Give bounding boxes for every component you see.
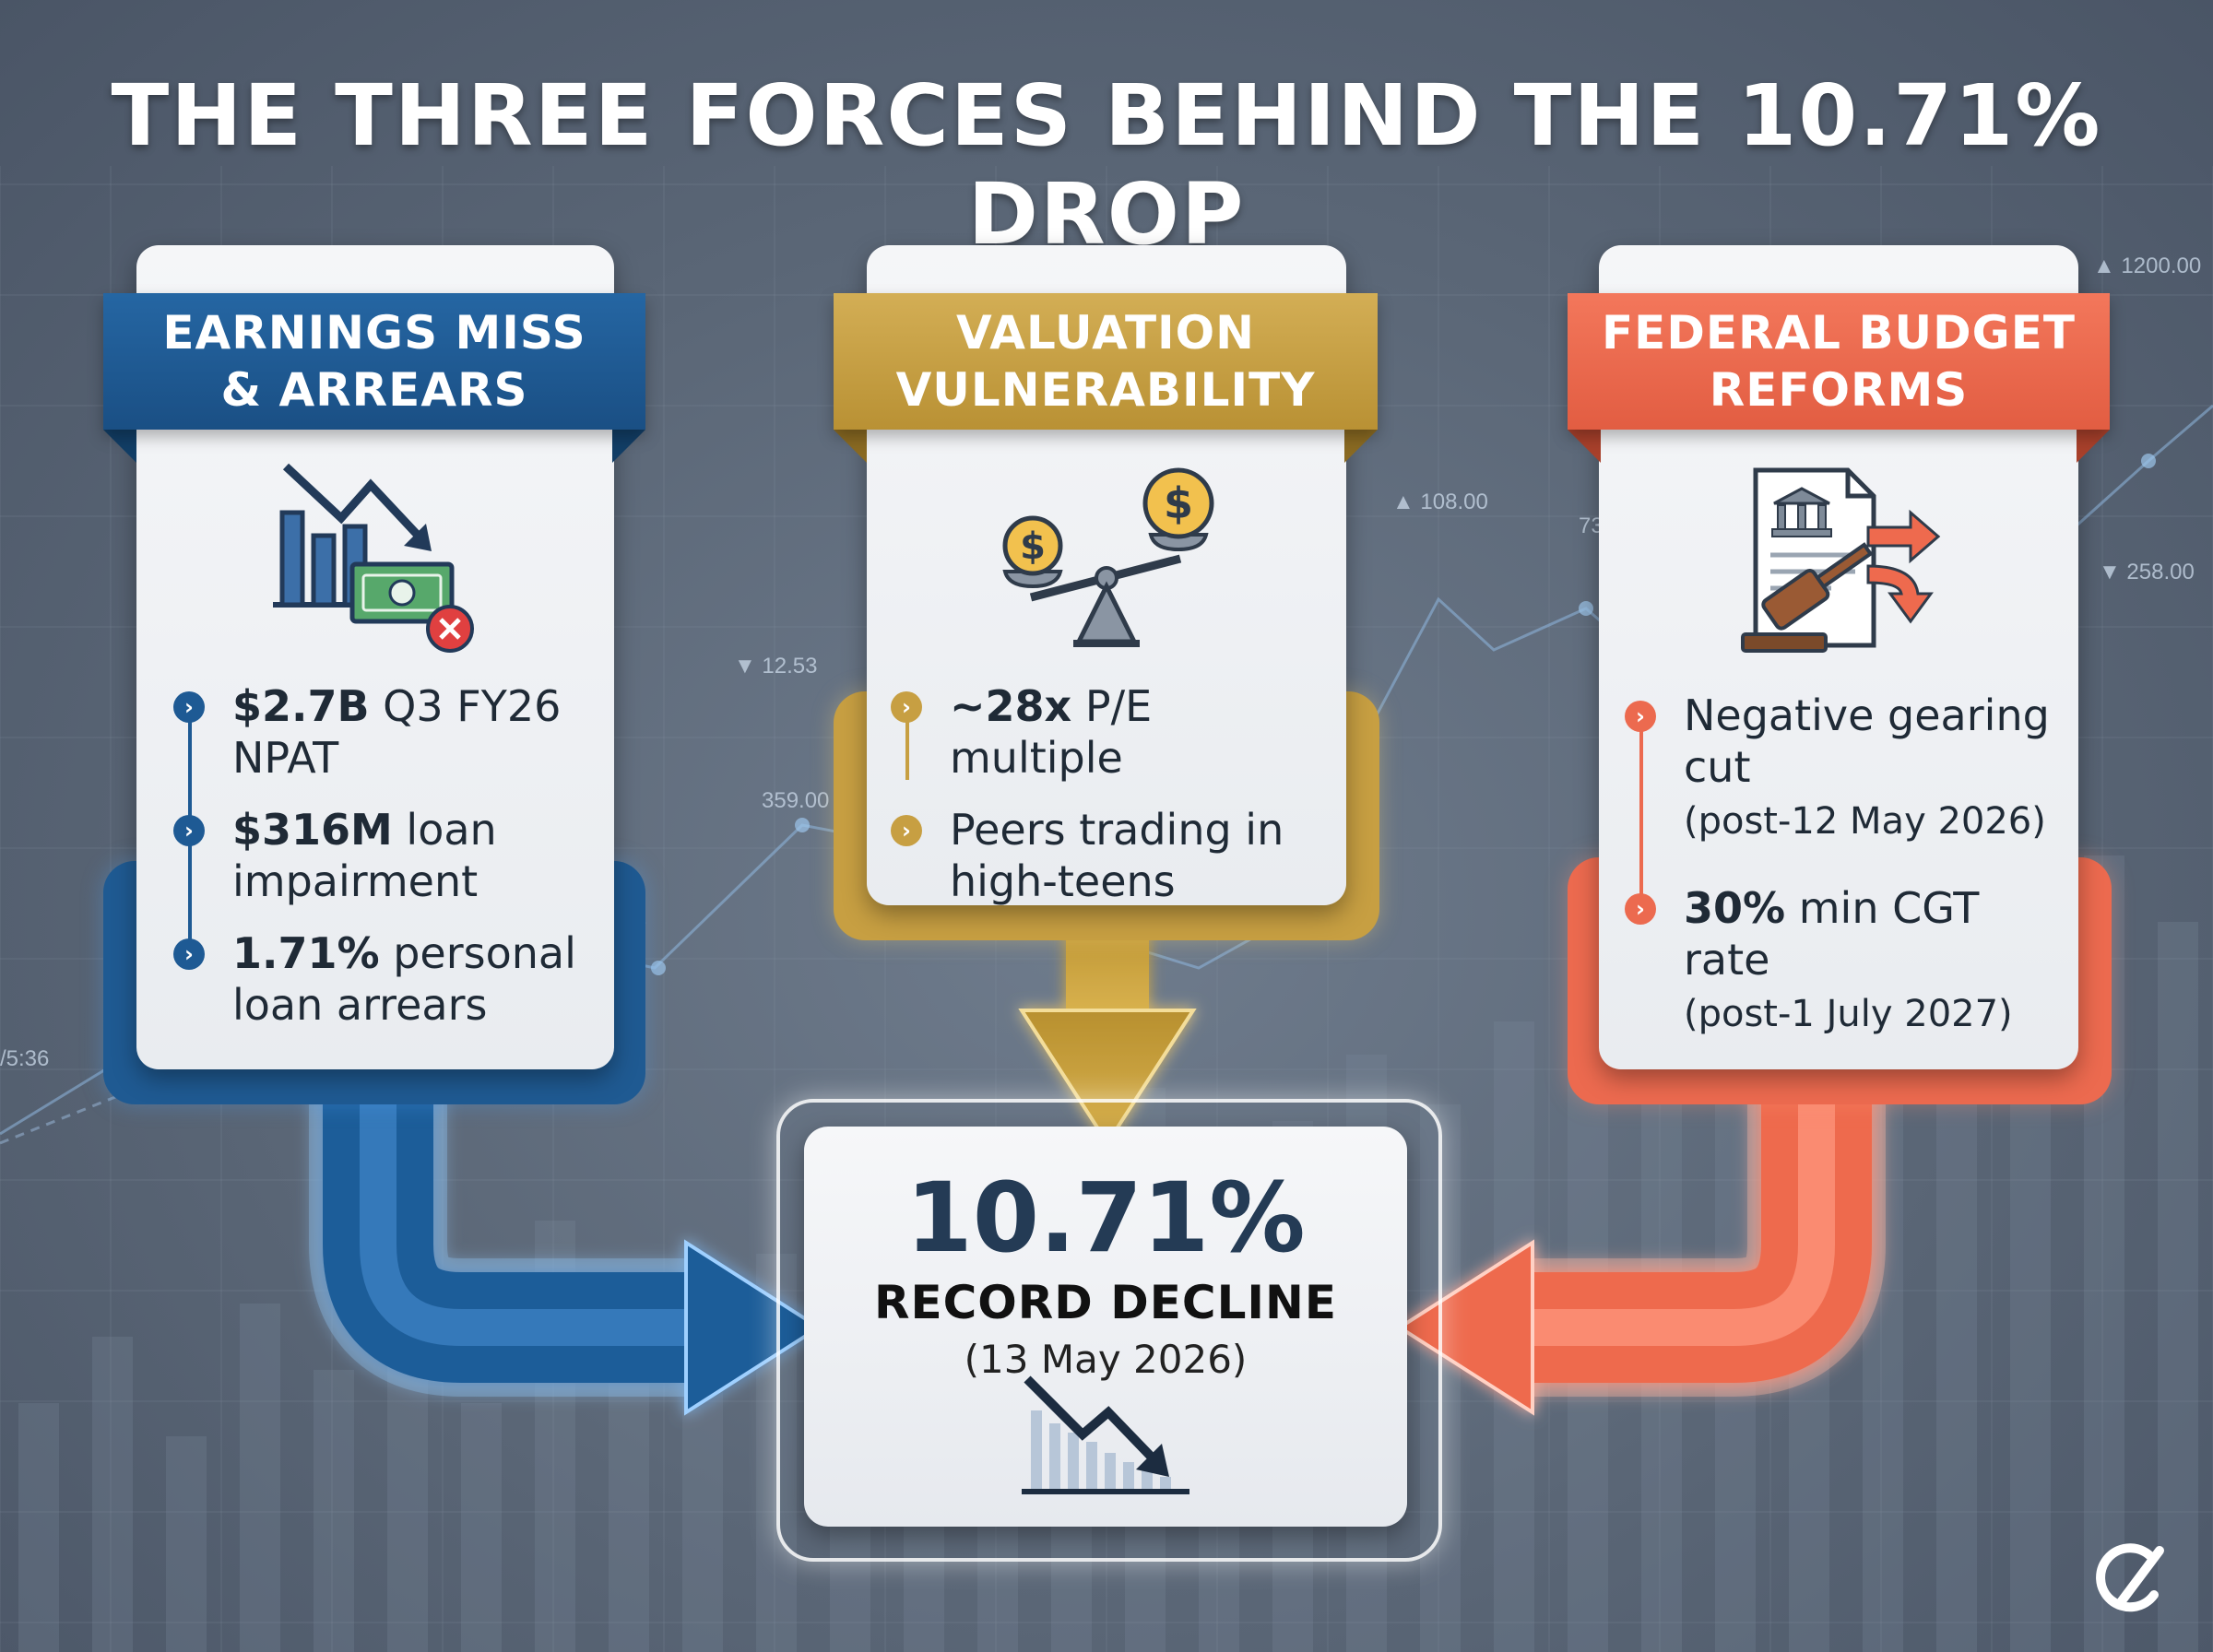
- banner-line: VULNERABILITY: [895, 363, 1316, 417]
- item-text: Peers trading in high-teens: [950, 805, 1284, 906]
- falling-chart-with-cash-icon: [273, 463, 474, 653]
- banner-fold: [2077, 430, 2110, 463]
- banner-fold: [1568, 430, 1601, 463]
- trend-point: [651, 961, 666, 975]
- chevron-right-icon: ›: [1625, 893, 1656, 925]
- coral-connector-arrow: [1396, 1069, 1886, 1416]
- list-item: › 30% min CGT rate (post-1 July 2027): [1625, 882, 2067, 1040]
- ticker-label: ▼ 258.00: [2099, 560, 2195, 584]
- ticker-label: 359.00: [762, 788, 829, 813]
- item-text: loan impairment: [232, 805, 497, 906]
- result-card: 10.71% RECORD DECLINE (13 May 2026): [804, 1127, 1407, 1527]
- item-text: Negative gearing cut: [1684, 690, 2050, 792]
- chevron-right-icon: ›: [1625, 701, 1656, 732]
- background-bar: [18, 1403, 59, 1652]
- list-item: › Negative gearing cut (post-12 May 2026): [1625, 690, 2067, 847]
- valuation-list: › ~28x P/E multiple › Peers trading in hig…: [891, 680, 1333, 927]
- chevron-right-icon: ›: [173, 815, 205, 846]
- svg-text:$: $: [1164, 478, 1193, 528]
- list-item: › 1.71% personal loan arrears: [173, 927, 598, 1031]
- chevron-right-icon: ›: [173, 691, 205, 723]
- item-bold: ~28x: [950, 681, 1072, 731]
- item-bold: 30%: [1684, 883, 1786, 933]
- banner-line: VALUATION: [955, 306, 1255, 360]
- item-subtext: (post-1 July 2027): [1684, 993, 2013, 1035]
- list-item: › $2.7B Q3 FY26 NPAT: [173, 680, 598, 784]
- background-bar: [461, 1403, 502, 1652]
- banner-line: FEDERAL BUDGET: [1602, 306, 2076, 360]
- banner-fold: [1344, 430, 1378, 463]
- background-bar: [240, 1304, 280, 1652]
- item-text: Q3 FY26 NPAT: [232, 681, 562, 783]
- ticker-label: /5:36: [0, 1046, 49, 1071]
- list-item: › Peers trading in high-teens: [891, 804, 1333, 907]
- earnings-banner: EARNINGS MISS& ARREARS: [103, 293, 645, 430]
- background-bar: [92, 1337, 133, 1652]
- svg-text:$: $: [1020, 525, 1046, 568]
- banner-line: & ARREARS: [220, 363, 528, 417]
- chevron-right-icon: ›: [891, 691, 922, 723]
- ticker-label: ▲ 108.00: [1392, 490, 1488, 514]
- trend-point: [2141, 454, 2156, 468]
- banner-line: REFORMS: [1709, 363, 1969, 417]
- ticker-label: ▼ 12.53: [734, 654, 817, 678]
- background-bar: [2158, 922, 2198, 1652]
- item-bold: $2.7B: [232, 681, 370, 731]
- banner-fold: [103, 430, 136, 463]
- earnings-list: › $2.7B Q3 FY26 NPAT › $316M loan impairme…: [173, 680, 598, 1051]
- banner-fold: [612, 430, 645, 463]
- chevron-right-icon: ›: [891, 815, 922, 846]
- decline-value: 10.71%: [905, 1162, 1306, 1274]
- trend-point: [795, 818, 810, 832]
- background-bar: [314, 1370, 354, 1652]
- brand-logo-icon: [2096, 1543, 2164, 1612]
- budget-list: ›Negative gearing cut(post-12 May 2026) …: [1625, 690, 2067, 1060]
- item-subtext: (post-12 May 2026): [1684, 800, 2046, 843]
- decline-label: RECORD DECLINE: [873, 1276, 1338, 1329]
- item-text: P/E multiple: [950, 681, 1153, 783]
- item-text: min CGT rate: [1684, 883, 1980, 985]
- decline-date: (13 May 2026): [964, 1337, 1248, 1382]
- list-item: › $316M loan impairment: [173, 804, 598, 907]
- item-bold: $316M: [232, 805, 393, 855]
- item-bold: 1.71%: [232, 928, 380, 978]
- banner-fold: [834, 430, 867, 463]
- result-frame: [776, 1099, 1442, 1562]
- banner-line: EARNINGS MISS: [162, 306, 586, 360]
- bullet-connector: [905, 704, 909, 780]
- falling-bar-chart-icon: [1022, 1375, 1189, 1494]
- ticker-label: ▲ 1200.00: [2093, 254, 2201, 278]
- blue-connector-arrow: [309, 1069, 822, 1416]
- list-item: › ~28x P/E multiple: [891, 680, 1333, 784]
- document-gavel-icon: [1741, 467, 1941, 653]
- bullet-connector: [1639, 719, 1643, 903]
- trend-point: [1579, 601, 1593, 616]
- chevron-right-icon: ›: [173, 938, 205, 970]
- background-bar: [166, 1436, 207, 1652]
- item-text: personal loan arrears: [232, 928, 576, 1030]
- balance-scale-coins-icon: $ $: [1002, 467, 1214, 647]
